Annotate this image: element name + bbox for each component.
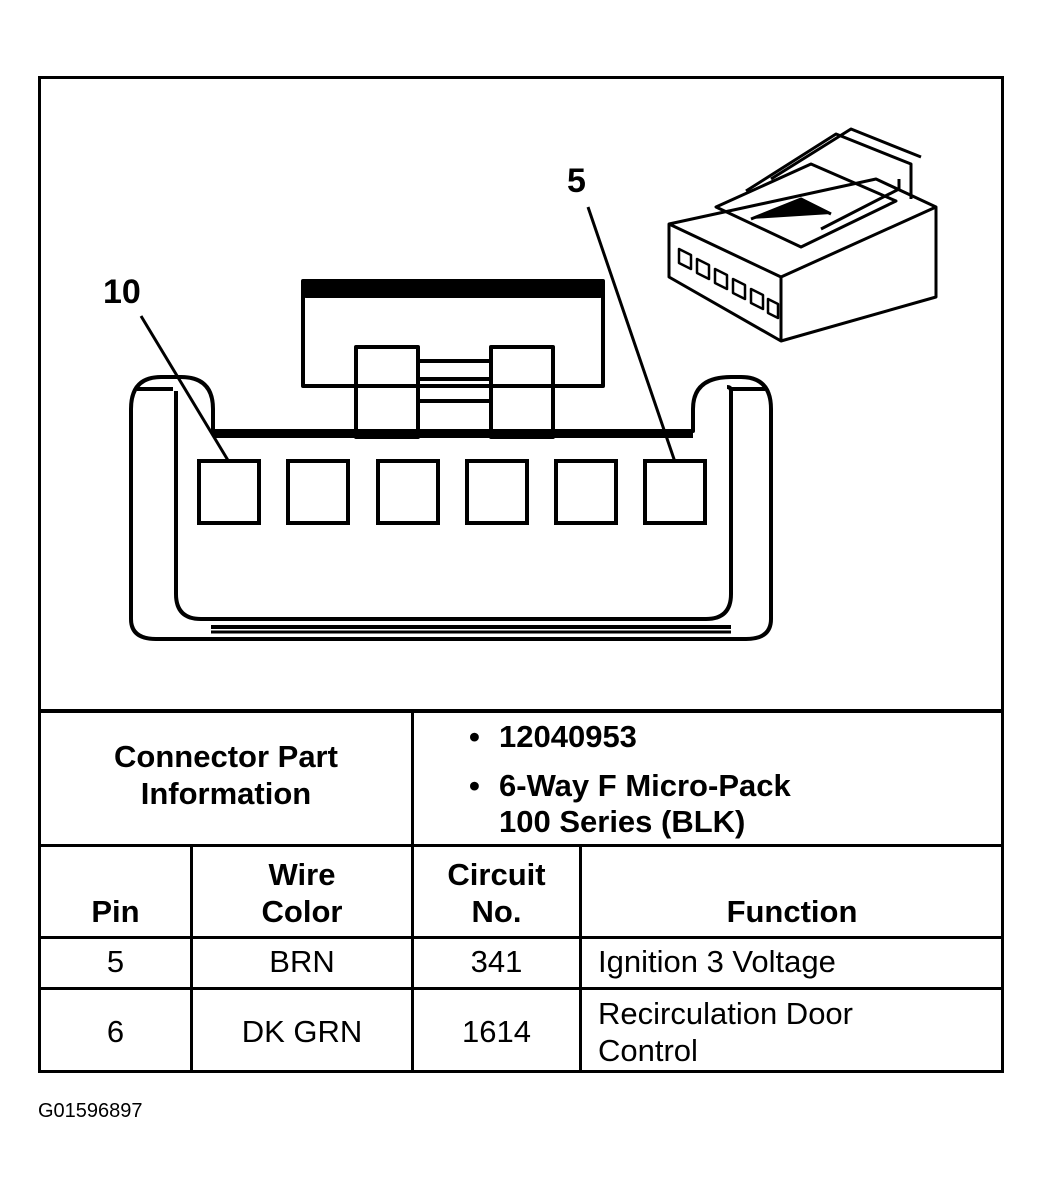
header-wire-color: Wire Color [261, 857, 343, 929]
col-divider-1 [411, 709, 414, 1073]
lock-tab-left-post [354, 345, 420, 439]
callout-10-leader [139, 315, 231, 463]
callout-5-label: 5 [567, 162, 586, 200]
bullet-dot-icon: • [469, 767, 480, 803]
row2-circuit: 1614 [462, 1014, 531, 1049]
connector-type-bullet: • 6-Way F Micro-Pack 100 Series (BLK) [469, 767, 791, 840]
row-divider [41, 987, 1001, 990]
part-info-label-line1: Connector Part [114, 739, 338, 774]
part-info-label-line2: Information [140, 775, 312, 811]
pin-cavity-9 [286, 459, 350, 525]
connector-housing-outer [129, 375, 773, 641]
pin-cavity-10 [197, 459, 261, 525]
row1-pin: 5 [106, 944, 125, 979]
col-divider-0 [190, 846, 193, 1073]
col-divider-2 [579, 846, 582, 1073]
row1-wire-color: BRN [269, 944, 335, 979]
part-number-bullet: • 12040953 [469, 719, 637, 754]
part-info-divider [41, 844, 1001, 847]
connector-isometric-sketch [667, 127, 938, 343]
header-pin: Pin [91, 894, 140, 929]
figure-code: G01596897 [38, 1100, 143, 1122]
callout-5-leader [586, 206, 677, 463]
connector-housing-inner [174, 385, 733, 621]
pin-cavity-7 [465, 459, 529, 525]
row2-function: Recirculation Door Control [598, 996, 853, 1068]
row2-pin: 6 [106, 1014, 125, 1049]
connector-lock-tab [301, 279, 605, 388]
part-info-bullets: • 12040953 • 6-Way F Micro-Pack 100 Seri… [469, 719, 989, 841]
pin-cavity-8 [376, 459, 440, 525]
callout-10-label: 10 [103, 273, 141, 311]
lock-tab-right-post [489, 345, 555, 439]
row2-wire-color: DK GRN [241, 1014, 363, 1049]
table-top-border [41, 709, 1001, 713]
pin-cavity-6 [554, 459, 618, 525]
row1-function: Ignition 3 Voltage [598, 944, 836, 979]
connector-diagram-frame: 10 5 Connector Part Information • 120409… [38, 76, 1004, 1073]
part-info-label: Connector Part Information [41, 739, 411, 812]
connector-info-table: Connector Part Information • 12040953 • … [41, 709, 1001, 1073]
row1-circuit: 341 [470, 944, 523, 979]
bullet-dot-icon: • [469, 719, 480, 754]
pin-cavity-5 [643, 459, 707, 525]
header-circuit-no: Circuit No. [447, 857, 546, 929]
header-divider [41, 936, 1001, 939]
connector-face-drawing [129, 127, 938, 641]
header-function: Function [726, 894, 858, 929]
